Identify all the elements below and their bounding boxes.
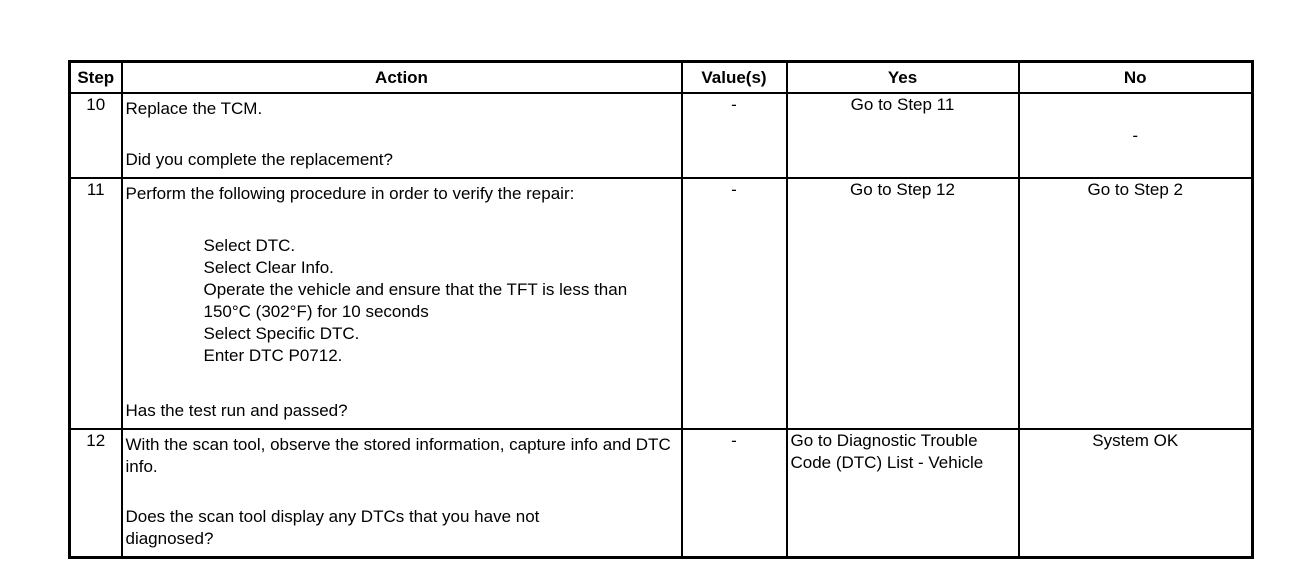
action-cell: Replace the TCM. Did you complete the re… [120,92,683,179]
yes-cell: Go to Step 12 [785,177,1020,430]
procedure-step: Select DTC. [203,236,296,255]
diagnostic-step-table: Step Action Value(s) Yes No 10 Replace t… [68,60,1254,559]
header-yes: Yes [785,60,1020,94]
yes-cell: Go to Diagnostic Trouble Code (DTC) List… [785,428,1020,558]
procedure-step: Select Clear Info. [203,258,334,277]
value-cell: - [680,92,788,179]
value-cell: - [680,177,788,430]
action-intro: Perform the following procedure in order… [125,184,575,203]
action-question: Did you complete the replacement? [125,150,393,169]
header-no: No [1017,60,1254,94]
table-row-step-12: 12 With the scan tool, observe the store… [68,428,1254,558]
action-question: Has the test run and passed? [125,401,348,420]
action-cell: With the scan tool, observe the stored i… [120,428,683,558]
step-number: 11 [68,177,123,430]
procedure-step: Enter DTC P0712. [203,346,343,365]
action-intro: Replace the TCM. [125,99,263,118]
procedure-list: Select DTC. Select Clear Info. Operate t… [126,235,678,367]
table-row-step-10: 10 Replace the TCM. Did you complete the… [68,92,1254,179]
header-values: Value(s) [680,60,788,94]
no-cell: - [1017,92,1254,179]
header-row: Step Action Value(s) Yes No [68,60,1254,94]
header-step: Step [68,60,123,94]
value-cell: - [680,428,788,558]
action-cell: Perform the following procedure in order… [120,177,683,430]
no-cell: Go to Step 2 [1017,177,1254,430]
action-question: Does the scan tool display any DTCs that… [125,507,540,548]
procedure-step: Select Specific DTC. [203,324,360,343]
action-intro: With the scan tool, observe the stored i… [125,435,671,476]
header-action: Action [120,60,683,94]
step-number: 12 [68,428,123,558]
step-number: 10 [68,92,123,179]
procedure-step: Operate the vehicle and ensure that the … [203,280,628,321]
table-row-step-11: 11 Perform the following procedure in or… [68,177,1254,430]
no-cell: System OK [1017,428,1254,558]
yes-cell: Go to Step 11 [785,92,1020,179]
